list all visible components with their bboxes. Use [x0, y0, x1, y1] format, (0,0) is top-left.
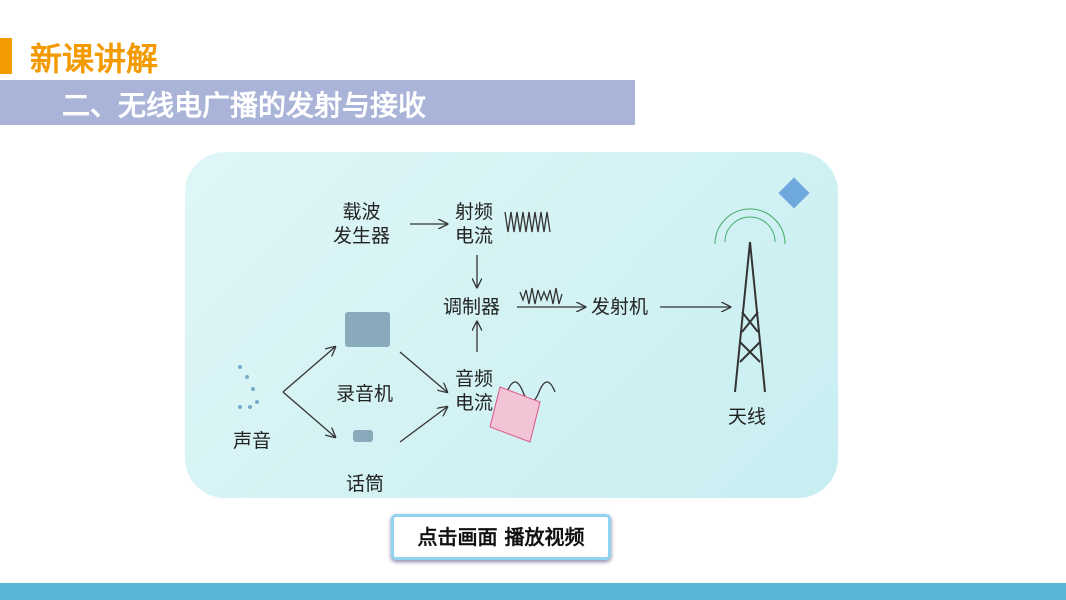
microphone-label: 话筒 — [346, 473, 385, 495]
section-title: 新课讲解 — [30, 40, 159, 78]
diagram-arrows — [238, 177, 810, 443]
antenna-label: 天线 — [728, 406, 767, 428]
modulator-label: 调制器 — [443, 296, 501, 318]
sound-label: 声音 — [233, 430, 272, 452]
section-marker — [0, 38, 12, 74]
recorder-label: 录音机 — [336, 383, 394, 405]
play-video-button[interactable]: 点击画面 播放视频 — [391, 514, 611, 560]
transmitter-label: 发射机 — [591, 296, 649, 318]
subtitle-bar — [0, 80, 635, 125]
audio-current-label: 音频 电流 — [455, 368, 494, 414]
rf-current-label: 射频 电流 — [455, 201, 494, 247]
footer-ground — [0, 583, 1066, 600]
subtitle: 二、无线电广播的发射与接收 — [62, 89, 427, 122]
diagram-panel[interactable]: 载波 发生器 射频 电流 调制器 发射机 天线 音频 电流 录音机 话筒 声音 — [185, 152, 838, 498]
carrier-generator-label: 载波 发生器 — [333, 201, 391, 247]
